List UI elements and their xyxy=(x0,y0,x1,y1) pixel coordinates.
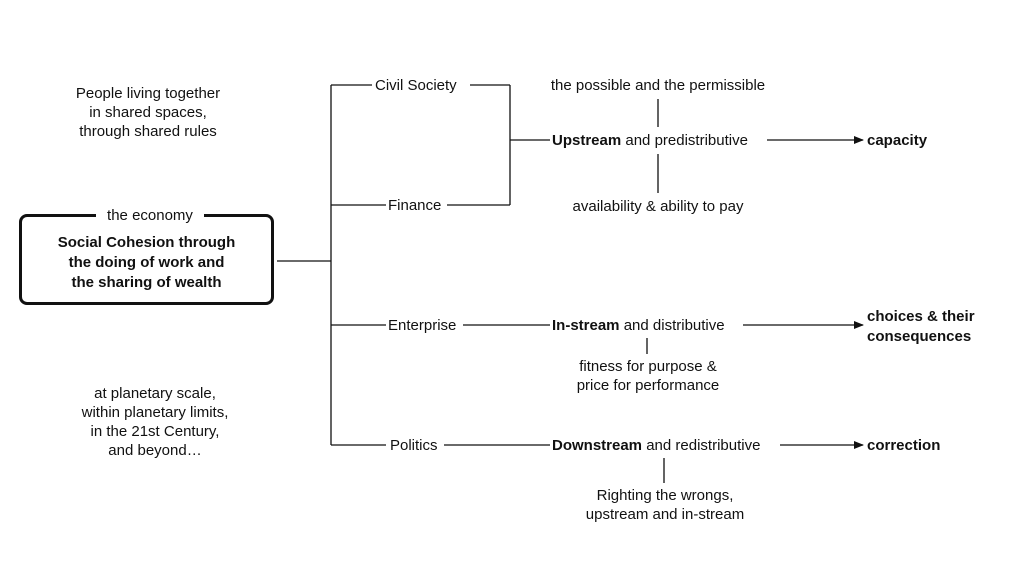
outcome-capacity: capacity xyxy=(867,132,928,149)
branch-enterprise: Enterprise xyxy=(388,317,457,334)
instream-below-text: fitness for purpose & price for performa… xyxy=(576,358,720,394)
outcome-choices: choices & their consequences xyxy=(867,308,975,345)
economy-label: the economy xyxy=(96,206,204,225)
downstream-label: Downstream and redistributive xyxy=(552,437,761,454)
context-top: People living together in shared spaces,… xyxy=(75,85,221,140)
social-cohesion-text: Social Cohesion through the doing of wor… xyxy=(57,234,236,291)
upstream-above-text: the possible and the permissible xyxy=(550,77,766,94)
outcome-correction: correction xyxy=(867,437,941,454)
context-bottom: at planetary scale, within planetary lim… xyxy=(81,385,229,459)
branch-civil-society: Civil Society xyxy=(375,77,457,94)
economy-box xyxy=(19,214,274,305)
upstream-below-text: availability & ability to pay xyxy=(572,198,744,215)
instream-label: In-stream and distributive xyxy=(552,317,725,334)
branch-finance: Finance xyxy=(388,197,442,214)
branch-politics: Politics xyxy=(390,437,438,454)
downstream-below-text: Righting the wrongs, upstream and in-str… xyxy=(585,487,745,523)
upstream-label: Upstream and predistributive xyxy=(552,132,748,149)
